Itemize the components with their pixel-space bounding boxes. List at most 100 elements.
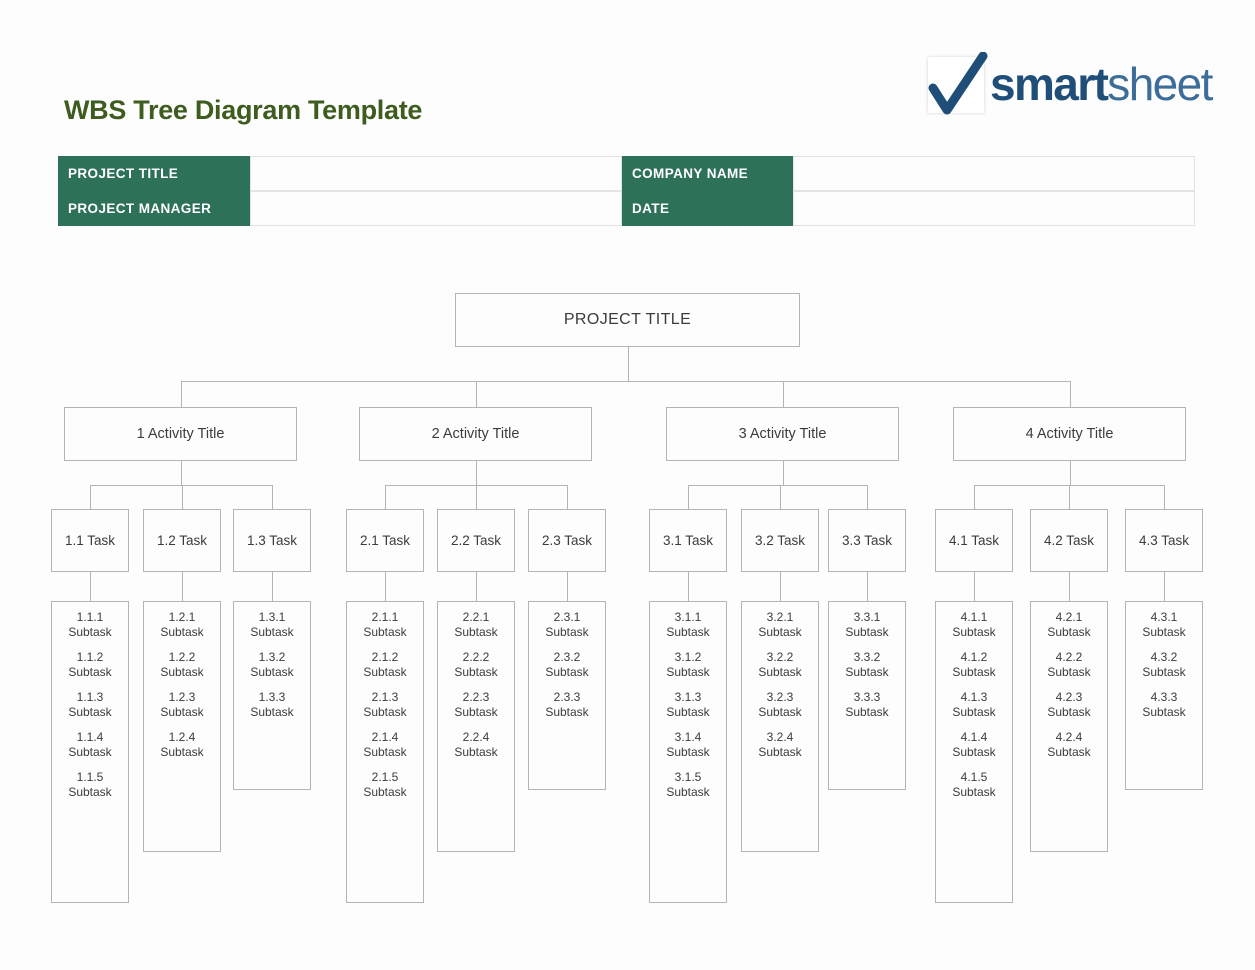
connector-subtask-drop — [780, 572, 781, 601]
connector-subtask-drop — [974, 572, 975, 601]
activity-node-1[interactable]: 1 Activity Title — [64, 407, 297, 461]
task-node-2-2[interactable]: 2.2 Task — [437, 509, 515, 572]
task-node-3-2[interactable]: 3.2 Task — [741, 509, 819, 572]
task-node-2-1[interactable]: 2.1 Task — [346, 509, 424, 572]
task-node-3-1[interactable]: 3.1 Task — [649, 509, 727, 572]
connector-subtask-drop — [182, 572, 183, 601]
root-node-project-title[interactable]: PROJECT TITLE — [455, 293, 800, 347]
connector-task-drop — [867, 485, 868, 509]
activity-node-2[interactable]: 2 Activity Title — [359, 407, 592, 461]
task-node-4-3[interactable]: 4.3 Task — [1125, 509, 1203, 572]
task-node-4-2[interactable]: 4.2 Task — [1030, 509, 1108, 572]
project-title-label: PROJECT TITLE — [58, 156, 250, 191]
connector-task-drop — [688, 485, 689, 509]
page-title: WBS Tree Diagram Template — [64, 95, 423, 125]
connector-subtask-drop — [867, 572, 868, 601]
logo-word-smart: smart — [990, 58, 1109, 110]
connector-activity-drop — [782, 381, 784, 407]
connector-task-drop — [476, 485, 477, 509]
connector-task-drop — [974, 485, 975, 509]
activity-node-3[interactable]: 3 Activity Title — [666, 407, 899, 461]
task-node-2-3[interactable]: 2.3 Task — [528, 509, 606, 572]
connector-subtask-drop — [90, 572, 91, 601]
connector-subtask-drop — [567, 572, 568, 601]
connector-task-drop — [182, 485, 183, 509]
task-node-1-1[interactable]: 1.1 Task — [51, 509, 129, 572]
date-field[interactable] — [793, 191, 1195, 226]
connector-subtask-drop — [476, 572, 477, 601]
connector-subtask-drop — [688, 572, 689, 601]
date-label: DATE — [622, 191, 793, 226]
connector-task-drop — [272, 485, 273, 509]
connector-task-drop — [1164, 485, 1165, 509]
smartsheet-logo: smartsheet — [928, 52, 1218, 115]
connector-task-drop — [90, 485, 91, 509]
task-node-1-3[interactable]: 1.3 Task — [233, 509, 311, 572]
task-node-1-2[interactable]: 1.2 Task — [143, 509, 221, 572]
connector-activity-drop — [475, 381, 477, 407]
connector-activity-stem — [180, 461, 182, 485]
activity-node-4[interactable]: 4 Activity Title — [953, 407, 1186, 461]
connector-task-bus — [688, 485, 867, 486]
task-node-4-1[interactable]: 4.1 Task — [935, 509, 1013, 572]
connector-task-bus — [90, 485, 272, 486]
connector-subtask-drop — [1069, 572, 1070, 601]
info-row: PROJECT TITLE COMPANY NAME — [58, 156, 1195, 191]
connector-activity-stem — [782, 461, 784, 485]
connector-task-drop — [385, 485, 386, 509]
task-node-3-3[interactable]: 3.3 Task — [828, 509, 906, 572]
project-title-field[interactable] — [250, 156, 622, 191]
project-manager-field[interactable] — [250, 191, 622, 226]
company-name-field[interactable] — [793, 156, 1195, 191]
project-manager-label: PROJECT MANAGER — [58, 191, 250, 226]
project-info-table: PROJECT TITLE COMPANY NAME PROJECT MANAG… — [58, 156, 1195, 227]
